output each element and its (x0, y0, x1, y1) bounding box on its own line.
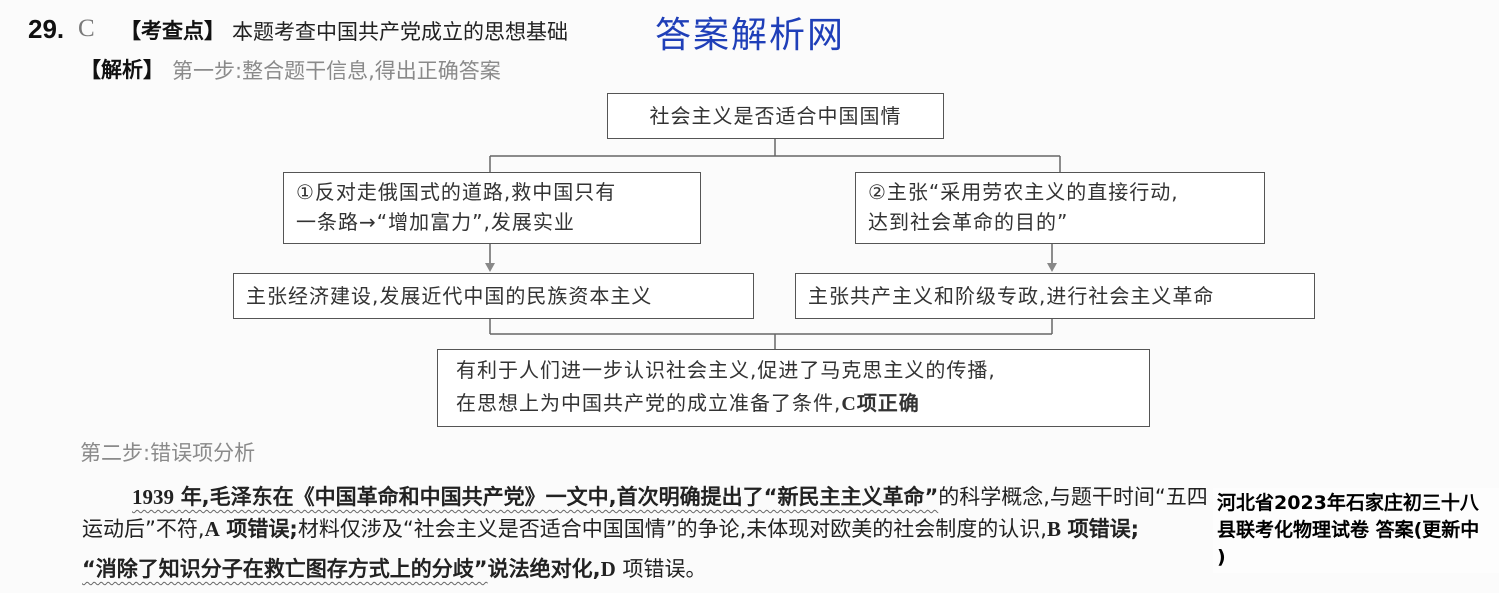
watermark-text: 答案解析网 (655, 15, 846, 56)
step1-title: 第一步:整合题干信息,得出正确答案 (172, 59, 501, 83)
test-point-tag: 【考查点】 (120, 19, 225, 43)
test-point-text: 本题考查中国共产党成立的思想基础 (232, 20, 568, 44)
flow-box-left-conclusion: 主张经济建设,发展近代中国的民族资本主义 (233, 273, 754, 319)
paragraph-line-1-rest: 的科学概念,与题干时间“五四 (938, 485, 1208, 509)
option-d-wrong: 项错误。 (622, 557, 707, 581)
question-number: 29. (28, 14, 65, 44)
flow-box-right-line2: 达到社会革命的目的” (868, 210, 1069, 234)
flow-box-result-line2-text: 在思想上为中国共产党的成立准备了条件, (456, 391, 842, 415)
p2-start: 运动后”不符, (82, 517, 205, 541)
option-b-wrong: 项错误; (1067, 517, 1140, 541)
flow-box-result-option: C (841, 393, 857, 415)
flow-box-right-view: ②主张“采用劳农主义的直接行动, 达到社会革命的目的” (855, 172, 1265, 244)
year-text: 1939 (132, 485, 174, 509)
overlay-caption: 河北省2023年石家庄初三十八 县联考化物理试卷 答案(更新中 ) (1213, 488, 1499, 573)
option-b-letter: B (1046, 517, 1061, 541)
flow-box-result: 有利于人们进一步认识社会主义,促进了马克思主义的传播, 在思想上为中国共产党的成… (437, 349, 1150, 427)
paragraph-line-1: 1939 年,毛泽东在《中国革命和中国共产党》一文中,首次明确提出了“新民主主义… (132, 481, 1208, 511)
p3-absolute: 说法绝对化, (487, 557, 601, 581)
flow-box-result-line2: 在思想上为中国共产党的成立准备了条件,C项正确 (456, 387, 1137, 421)
flow-box-left-line1: ①反对走俄国式的道路,救中国只有 (296, 180, 617, 204)
flow-box-right-conclusion: 主张共产主义和阶级专政,进行社会主义革命 (795, 273, 1315, 319)
option-a-wrong: 项错误; (226, 517, 298, 541)
answer-letter: C (78, 15, 95, 42)
flow-box-left-view: ①反对走俄国式的道路,救中国只有 一条路→“增加富力”,发展实业 (283, 172, 701, 244)
flow-box-right-conclusion-text: 主张共产主义和阶级专政,进行社会主义革命 (808, 284, 1215, 308)
flow-box-left-line2: 一条路→“增加富力”,发展实业 (296, 210, 575, 234)
flow-box-top: 社会主义是否适合中国国情 (607, 93, 944, 139)
overlay-line-1: 河北省2023年石家庄初三十八 (1217, 492, 1479, 514)
p2-middle: 材料仅涉及“社会主义是否适合中国国情”的争论,未体现对欧美的社会制度的认识, (297, 517, 1047, 541)
flow-box-left-conclusion-text: 主张经济建设,发展近代中国的民族资本主义 (246, 284, 653, 308)
step2-title: 第二步:错误项分析 (80, 441, 256, 465)
option-a-letter: A (204, 517, 220, 541)
analysis-tag: 【解析】 (80, 58, 164, 82)
option-d-letter: D (600, 557, 616, 581)
overlay-line-2: 县联考化物理试卷 答案(更新中 (1217, 519, 1480, 541)
flow-box-top-text: 社会主义是否适合中国国情 (649, 104, 902, 128)
flow-box-right-line1: ②主张“采用劳农主义的直接行动, (868, 180, 1179, 204)
flow-box-result-line1: 有利于人们进一步认识社会主义,促进了马克思主义的传播, (456, 358, 996, 382)
paragraph-line-2: 运动后”不符,A 项错误;材料仅涉及“社会主义是否适合中国国情”的争论,未体现对… (82, 513, 1139, 543)
overlay-line-3: ) (1217, 546, 1226, 568)
underlined-quote: “消除了知识分子在救亡图存方式上的分歧” (82, 557, 488, 581)
paragraph-line-3: “消除了知识分子在救亡图存方式上的分歧”说法绝对化,D 项错误。 (82, 553, 706, 583)
flow-box-result-correct: 项正确 (856, 391, 920, 415)
mao-statement: 年,毛泽东在《中国革命和中国共产党》一文中,首次明确提出了“新民主主义革命” (180, 485, 939, 509)
